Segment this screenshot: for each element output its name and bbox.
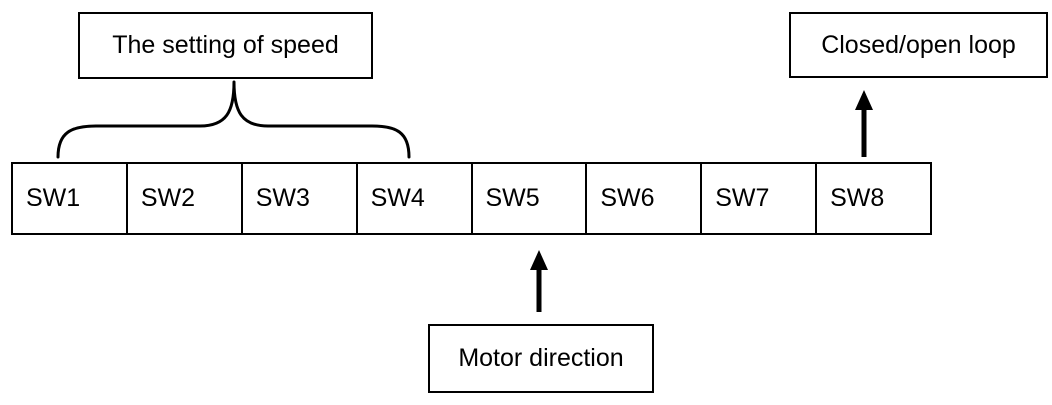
switch-sw4: SW4 xyxy=(358,164,473,233)
switch-sw1: SW1 xyxy=(13,164,128,233)
switch-sw5: SW5 xyxy=(473,164,588,233)
motor-direction-label: Motor direction xyxy=(428,324,654,393)
speed-setting-label: The setting of speed xyxy=(78,12,373,79)
arrow-up-icon xyxy=(855,90,873,157)
switch-sw6: SW6 xyxy=(587,164,703,233)
switch-sw2: SW2 xyxy=(128,164,243,233)
switch-sw3: SW3 xyxy=(243,164,358,233)
loop-mode-label: Closed/open loop xyxy=(789,12,1048,78)
switch-sw8: SW8 xyxy=(830,184,885,212)
arrow-up-icon xyxy=(530,250,548,312)
dip-switch-row: SW1 SW2 SW3 SW4 SW5 SW6 SW7 SW8 xyxy=(11,162,932,235)
switch-sw7: SW7 xyxy=(702,164,818,233)
curly-brace-icon xyxy=(56,80,411,159)
